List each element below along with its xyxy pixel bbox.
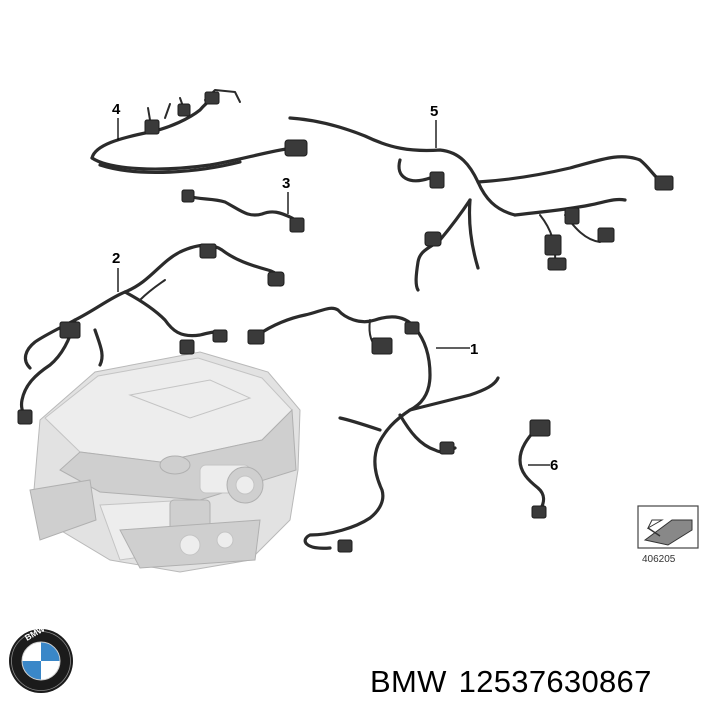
callout-4: 4 [112,101,121,140]
harness-5 [288,116,674,292]
svg-text:3: 3 [282,175,290,192]
svg-text:6: 6 [550,457,558,474]
reference-box: 406205 [637,505,699,565]
bmw-roundel-logo: BMW [9,628,73,693]
part-number: 12537630867 [458,664,652,699]
harness-3 [181,189,305,233]
callout-5: 5 [430,103,438,148]
callout-3: 3 [282,175,290,214]
engine-illustration [29,351,301,573]
reference-number: 406205 [642,554,676,565]
wiring-harness-diagram: 1 2 3 4 5 6 406205 [17,89,699,573]
svg-text:5: 5 [430,103,438,120]
callout-6: 6 [528,457,558,474]
svg-text:4: 4 [112,101,121,118]
callout-2: 2 [112,250,120,292]
part-label: BMW 12537630867 [370,664,664,700]
svg-text:2: 2 [112,250,120,267]
brand-name: BMW [370,664,447,699]
callout-1: 1 [436,341,478,358]
harness-4 [90,89,308,175]
harness-6 [518,419,551,519]
harness-1 [247,306,500,553]
harness-2 [17,243,285,425]
svg-text:1: 1 [470,341,478,358]
